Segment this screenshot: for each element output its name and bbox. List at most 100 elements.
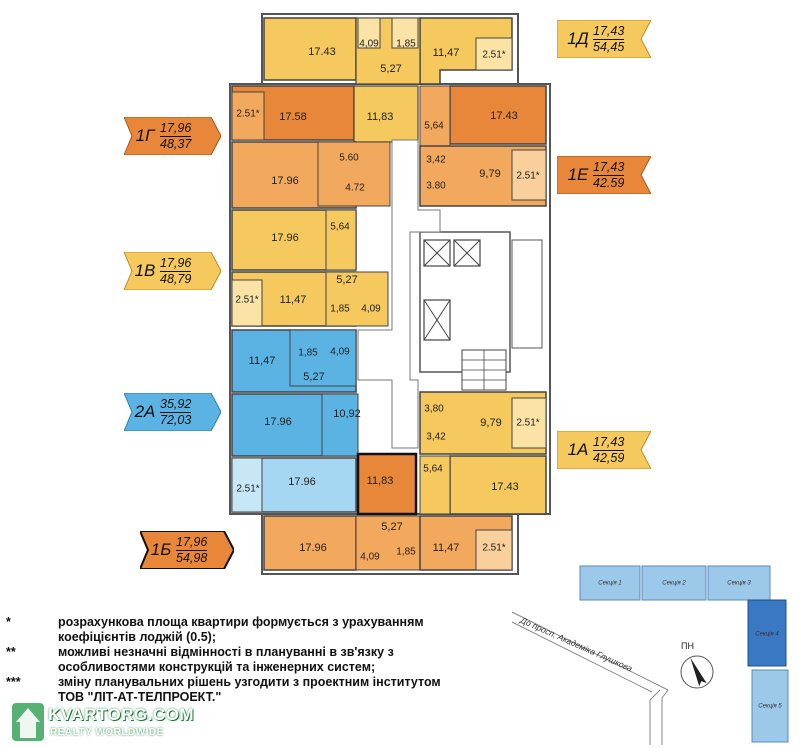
watermark-title: KVARTORG.COM: [48, 705, 195, 724]
apartment-2a[interactable]: [231, 329, 359, 513]
room-labels: 17.43 4,09 1,85 11,47 2.51* 5,27 2.51* 1…: [235, 39, 539, 563]
room-label: 5,64: [330, 222, 350, 233]
footnote-mark: ***: [6, 675, 21, 689]
room-label: 2.51*: [482, 543, 505, 554]
footnotes: * розрахункова площа квартири формується…: [6, 615, 506, 705]
section-1: Секція 1: [579, 565, 641, 601]
apartment-1d[interactable]: [419, 17, 513, 85]
room-label: 17.96: [271, 232, 299, 244]
footnote: *** зміну планувальних рішень узгодити з…: [6, 675, 506, 705]
room-label: 2.51*: [516, 171, 539, 182]
watermark-logo-icon: [12, 703, 44, 741]
room-label: 17.96: [264, 416, 292, 428]
badge-living-area: 17,96: [160, 120, 192, 137]
room-label: 2.51*: [516, 418, 539, 429]
footnote-mark: *: [6, 615, 11, 629]
room-label: 17.96: [299, 542, 327, 554]
svg-text:Секція 1: Секція 1: [598, 581, 621, 587]
room-label: 5.60: [339, 153, 359, 164]
badge-total-area: 48,79: [160, 271, 192, 286]
svg-text:Секція 5: Секція 5: [758, 704, 782, 710]
room-label: 17.58: [279, 111, 307, 123]
room-label: 17.96: [271, 175, 299, 187]
apartment-1e[interactable]: [419, 85, 547, 207]
room-label: 17.43: [308, 46, 336, 58]
room-label: 11,47: [433, 542, 460, 554]
room-label: 3,42: [426, 432, 446, 443]
badge-living-area: 35,92: [160, 396, 192, 413]
room-label: 1,85: [396, 547, 416, 558]
section-4-highlighted: Секція 4: [747, 599, 787, 667]
badge-total-area: 54,45: [593, 39, 625, 54]
footnote-line: коефіцієнтів лоджій (0.5);: [58, 630, 216, 644]
room-label: 5,64: [424, 121, 444, 132]
room-label: 2.51*: [236, 109, 259, 120]
footnote: ** можливі незначні відмінності в планув…: [6, 645, 506, 675]
footnote-line: зміну планувальних рішень узгодити з про…: [58, 675, 441, 689]
room-label: 5,27: [380, 63, 401, 75]
room-label: 11,83: [367, 475, 394, 487]
section-3: Секція 3: [707, 565, 771, 601]
apartment-1a[interactable]: [419, 391, 547, 515]
room-label: 1,85: [330, 304, 350, 315]
badge-code: 1Б: [150, 540, 172, 559]
room-label: 1,85: [298, 348, 318, 359]
badge-total-area: 42.59: [593, 175, 625, 190]
room-label: 2.51*: [235, 295, 258, 306]
room-label: 4,09: [330, 347, 350, 358]
badge-living-area: 17,96: [176, 534, 208, 551]
section-2: Секція 2: [641, 565, 707, 601]
room-label: 9,79: [480, 417, 501, 429]
footnote-mark: **: [6, 645, 16, 659]
badge-living-area: 17,43: [593, 434, 625, 451]
room-label: 4,09: [361, 304, 381, 315]
north-label: ПН: [681, 641, 694, 651]
badge-total-area: 54,98: [176, 550, 208, 565]
badge-code: 2А: [134, 402, 156, 421]
watermark-subtitle: REALTY WORLDWIDE: [50, 727, 164, 738]
room-label: 10,92: [333, 408, 361, 420]
badge-code: 1Г: [135, 126, 155, 145]
room-label: 2.51*: [236, 484, 259, 495]
room-label: 4,09: [359, 39, 379, 50]
apartment-1g[interactable]: [231, 85, 419, 143]
room-label: 5,64: [423, 464, 443, 475]
corridor: [357, 139, 441, 449]
footnote-line: ТОВ "ЛІТ-АТ-ТЕЛПРОЕКТ.": [58, 690, 222, 704]
footnote-line: розрахункова площа квартири формується з…: [58, 615, 424, 629]
svg-text:Секція 4: Секція 4: [755, 632, 779, 638]
apartment-1b[interactable]: [263, 452, 513, 571]
apartment-top-left[interactable]: [263, 17, 357, 81]
badge-total-area: 42,59: [593, 450, 625, 465]
badge-living-area: 17,43: [593, 23, 625, 40]
room-label: 9,79: [479, 168, 500, 180]
room-label: 17.96: [288, 476, 316, 488]
watermark: KVARTORG.COM REALTY WORLDWIDE: [8, 703, 194, 743]
svg-text:Секція 2: Секція 2: [662, 581, 686, 587]
room-label: 5,27: [303, 371, 324, 383]
room-label: 5,27: [381, 521, 402, 533]
room-label: 3,80: [424, 404, 444, 415]
badge-code: 1Д: [567, 29, 589, 48]
badge-total-area: 48,37: [160, 136, 192, 151]
apartment-1v[interactable]: [231, 209, 389, 327]
badge-total-area: 72,03: [160, 412, 192, 427]
footnote-line: особливостями конструкцій та інженерних …: [58, 660, 376, 674]
room-label: 17.43: [491, 481, 519, 493]
room-label: 11,47: [433, 47, 460, 59]
badge-living-area: 17,96: [160, 255, 192, 272]
footnote: * розрахункова площа квартири формується…: [6, 615, 506, 645]
room-label: 4,09: [360, 552, 380, 563]
room-label: 3.80: [426, 181, 446, 192]
footnote-line: можливі незначні відмінності в плануванн…: [58, 645, 394, 659]
badge-code: 1А: [567, 440, 589, 459]
compass-icon: [680, 655, 714, 689]
